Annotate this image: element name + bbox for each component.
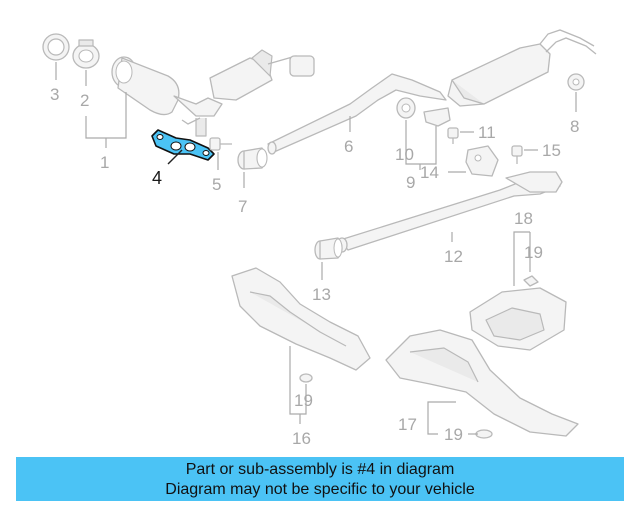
exhaust-system-diagram: 3 2 1 4 5 [42,29,597,448]
part-13-clamp [314,237,343,260]
part-1-front-pipe-catalytic-converter [111,49,315,137]
leader-16 [289,346,307,415]
callout-3: 3 [50,85,59,104]
part-2-clamp [72,39,100,69]
leader-4 [167,149,183,165]
part-3-gasket-ring [42,33,70,61]
part-17-floor-heat-shield [385,329,579,437]
info-banner: Part or sub-assembly is #4 in diagram Di… [16,457,624,501]
callout-7: 7 [238,197,247,216]
part-4-flange-gasket-highlighted [151,129,215,161]
callout-11: 11 [478,123,496,142]
callout-16: 16 [292,429,311,448]
callout-12: 12 [444,247,463,266]
banner-line-2: Diagram may not be specific to your vehi… [165,481,475,498]
leader-17 [427,401,456,435]
callout-8: 8 [570,117,579,136]
part-14-bracket [465,145,499,177]
callout-19-left: 19 [294,391,313,410]
callout-18: 18 [514,209,533,228]
part-6-intermediate-pipe [267,73,447,155]
callout-19-right: 19 [524,243,543,262]
part-10-hanger [396,97,416,119]
callout-10: 10 [395,145,414,164]
part-8-rubber-hanger [567,73,585,91]
callout-4: 4 [152,168,162,188]
leader-1 [85,92,127,139]
part-9-bracket [423,107,451,127]
callout-19-bottom: 19 [444,425,463,444]
callout-17: 17 [398,415,417,434]
callout-9: 9 [406,173,415,192]
part-19-clip-right [523,275,539,287]
part-16-heat-shield [231,267,371,371]
callout-13: 13 [312,285,331,304]
part-18-heat-shield [469,287,567,351]
callout-1: 1 [100,153,109,172]
callout-5: 5 [212,175,221,194]
part-19-clip-bottom [475,429,493,439]
callout-6: 6 [344,137,353,156]
part-15-bolt [511,145,523,164]
part-5-bolt [209,137,232,151]
part-7-clamp [237,147,268,170]
leader-9-10 [405,120,437,165]
part-11-bolt [447,127,459,144]
leader-18 [513,231,530,286]
rear-muffler [447,29,597,107]
part-19-clip-left [299,373,313,383]
banner-line-1: Part or sub-assembly is #4 in diagram [185,461,455,478]
callout-15: 15 [542,141,561,160]
callout-2: 2 [80,91,89,110]
callout-14: 14 [420,163,439,182]
